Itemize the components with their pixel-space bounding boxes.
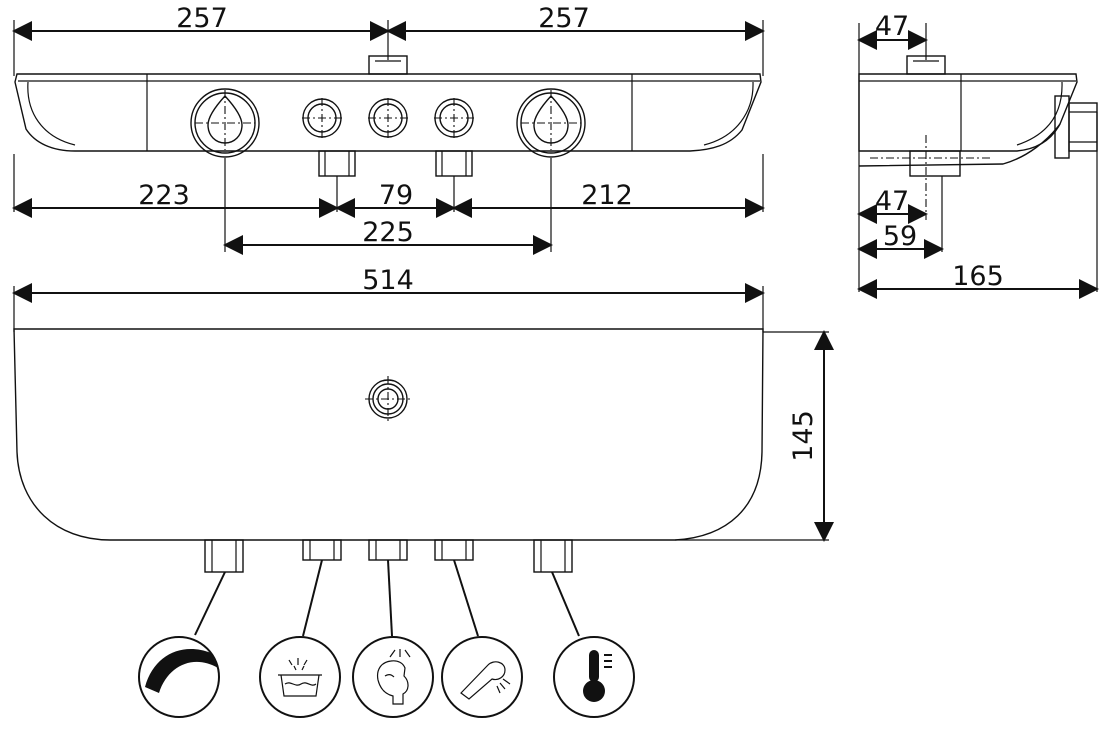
overhead-shower-icon-spray bbox=[389, 649, 411, 658]
top-left-curve bbox=[27, 81, 76, 146]
left-knob[interactable] bbox=[190, 88, 260, 158]
front-body-outline bbox=[13, 328, 764, 541]
top-body-outline bbox=[14, 73, 762, 152]
left-knob-handle bbox=[207, 94, 243, 144]
top-right-width-label: 257 bbox=[538, 3, 590, 34]
flow-control-icon bbox=[138, 636, 220, 718]
center-spacing-label: 79 bbox=[379, 180, 413, 211]
side-body-curve bbox=[1016, 81, 1063, 146]
top-inlet-stub bbox=[368, 55, 408, 75]
side-depth-to-outlet-label: 59 bbox=[883, 221, 917, 252]
right-knob[interactable] bbox=[516, 88, 586, 158]
front-width-label: 514 bbox=[362, 265, 414, 296]
fitting-right-knob bbox=[533, 539, 573, 573]
top-left-width-label: 257 bbox=[176, 3, 228, 34]
bath-filler-icon-water bbox=[284, 682, 317, 686]
side-body-outline bbox=[858, 73, 1078, 152]
side-underside-curve bbox=[858, 123, 1061, 167]
overhead-shower-icon-head bbox=[376, 660, 409, 705]
side-total-depth-label: 165 bbox=[952, 261, 1004, 292]
front-height-label: 145 bbox=[788, 410, 819, 462]
bath-filler-icon bbox=[259, 636, 341, 718]
side-view: 47 47 59 165 bbox=[857, 11, 1099, 299]
right-knob-outer bbox=[516, 88, 586, 158]
side-bottom-inlet bbox=[909, 150, 961, 177]
knob-spacing-label: 225 bbox=[362, 217, 414, 248]
thermometer-icon-circle bbox=[553, 636, 635, 718]
top-right-curve bbox=[703, 81, 754, 146]
bath-filler-icon-spray bbox=[288, 658, 308, 671]
top-view: 257 257 bbox=[12, 3, 765, 255]
thermometer-icon-bulb bbox=[583, 680, 605, 702]
callout-line-overhead bbox=[387, 559, 393, 637]
side-outlet-body bbox=[1068, 102, 1098, 152]
callout-line-bath bbox=[302, 559, 323, 637]
fitting-bath bbox=[302, 539, 342, 561]
front-view: 514 145 bbox=[12, 265, 834, 637]
icon-callouts bbox=[138, 636, 635, 718]
fitting-overhead bbox=[368, 539, 408, 561]
right-to-knob-label: 212 bbox=[581, 180, 633, 211]
overhead-shower-icon bbox=[352, 636, 434, 718]
callout-line-hand bbox=[453, 559, 479, 637]
overhead-shower-icon-circle bbox=[352, 636, 434, 718]
callout-line-thermo bbox=[551, 571, 580, 637]
left-knob-outer bbox=[190, 88, 260, 158]
hand-shower-icon-spray bbox=[496, 678, 511, 694]
flow-control-icon-arc bbox=[145, 649, 218, 693]
fitting-hand-shower bbox=[434, 539, 474, 561]
side-top-offset-label: 47 bbox=[875, 11, 909, 42]
thermometer-icon-stem bbox=[589, 650, 599, 682]
hand-shower-icon-handle bbox=[460, 661, 506, 700]
flow-control-icon-circle bbox=[138, 636, 220, 718]
center-ports bbox=[302, 98, 474, 138]
bath-filler-icon-circle bbox=[259, 636, 341, 718]
hand-shower-icon bbox=[441, 636, 523, 718]
fitting-left-knob bbox=[204, 539, 244, 573]
overhead-shower-icon-face bbox=[384, 674, 395, 678]
side-bottom-offset-label: 47 bbox=[875, 186, 909, 217]
thermometer-icon bbox=[553, 636, 635, 718]
thermometer-icon-scale bbox=[604, 654, 612, 668]
left-to-knob-label: 223 bbox=[138, 180, 190, 211]
bath-filler-icon-tub bbox=[280, 674, 320, 697]
callout-line-flow bbox=[194, 571, 226, 636]
right-knob-handle bbox=[533, 94, 569, 144]
hand-shower-icon-circle bbox=[441, 636, 523, 718]
